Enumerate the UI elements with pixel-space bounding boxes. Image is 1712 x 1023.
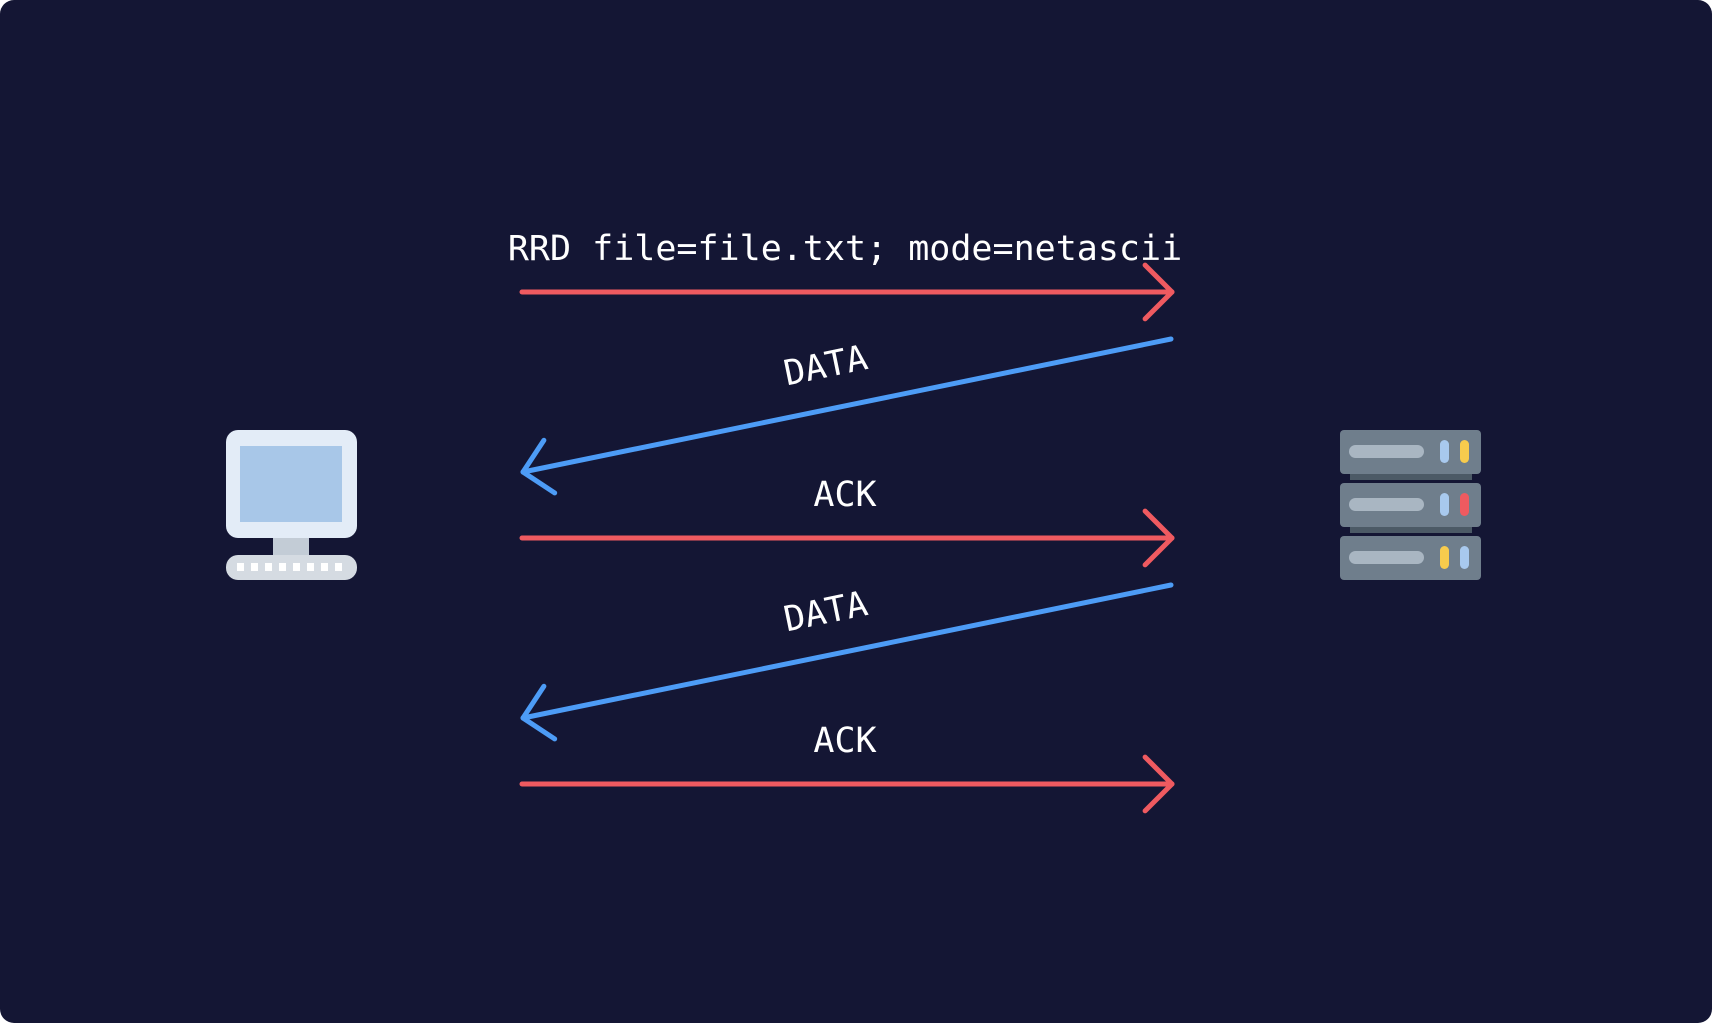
message-arrowhead bbox=[520, 437, 558, 496]
desktop-computer-icon bbox=[226, 430, 357, 580]
message-label: ACK bbox=[813, 475, 876, 515]
message-5: ACK bbox=[519, 721, 1175, 814]
message-arrow-line bbox=[520, 582, 1174, 721]
message-arrow-line bbox=[520, 336, 1174, 475]
message-label: RRD file=file.txt; mode=netascii bbox=[508, 229, 1182, 269]
message-1: RRD file=file.txt; mode=netascii bbox=[508, 229, 1182, 322]
message-3: ACK bbox=[519, 475, 1175, 568]
message-label: ACK bbox=[813, 721, 876, 761]
message-arrowhead bbox=[520, 683, 558, 742]
message-arrowhead bbox=[1142, 754, 1175, 814]
server-rack-icon bbox=[1340, 430, 1481, 580]
message-arrowhead bbox=[1142, 508, 1175, 568]
message-arrowhead bbox=[1142, 262, 1175, 322]
